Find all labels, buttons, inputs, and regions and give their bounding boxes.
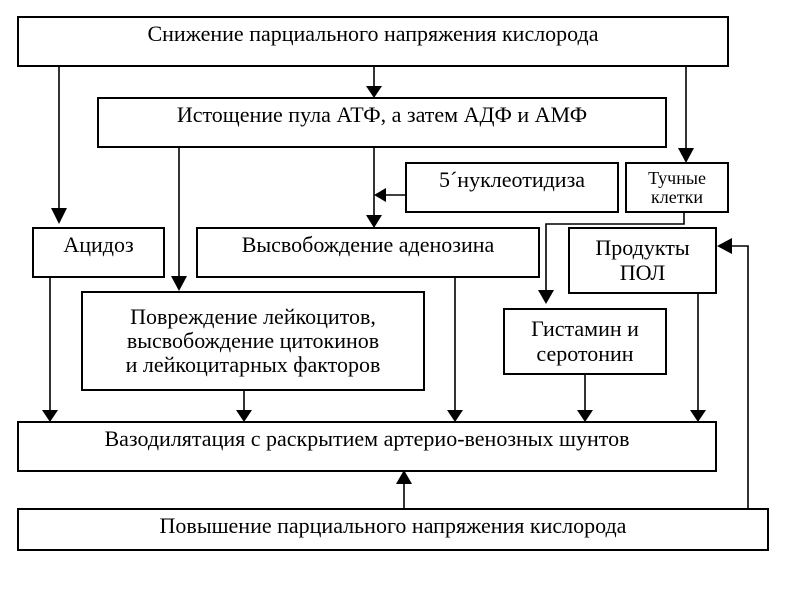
node-atp-depletion: Истощение пула АТФ, а затем АДФ и АМФ: [97, 97, 667, 148]
arrowhead-pol-feedback: [717, 238, 732, 254]
node-leukocyte-damage-label: Повреждение лейкоцитов, высвобождение ци…: [125, 303, 381, 378]
node-pol-products-label: Продукты ПОЛ: [595, 235, 690, 285]
arrow-o2-increase-to-pol: [730, 245, 749, 509]
arrowhead-pol-vaso: [690, 410, 706, 422]
node-acidosis: Ацидоз: [32, 227, 165, 278]
arrowhead-nucleotidase: [374, 188, 386, 202]
arrowhead-acidosis: [51, 208, 67, 224]
arrowhead-histamine: [538, 290, 554, 304]
node-atp-depletion-label: Истощение пула АТФ, а затем АДФ и АМФ: [176, 102, 588, 127]
node-mast-cells: Тучные клетки: [625, 162, 729, 213]
node-o2-decrease: Снижение парциального напряжения кислоро…: [17, 16, 729, 67]
node-o2-decrease-label: Снижение парциального напряжения кислоро…: [147, 21, 599, 46]
node-adenosine-release: Высвобождение аденозина: [196, 227, 540, 278]
node-mast-cells-label: Тучные клетки: [648, 167, 706, 207]
arrowhead-o2-increase-vaso: [396, 470, 412, 484]
arrowhead-histamine-vaso: [577, 410, 593, 422]
node-adenosine-release-label: Высвобождение аденозина: [241, 232, 495, 257]
arrowhead-adenosine: [366, 215, 382, 228]
arrowhead-adenosine-vaso: [447, 410, 463, 422]
arrowhead-acidosis-vaso: [42, 410, 58, 422]
node-acidosis-label: Ацидоз: [63, 232, 134, 257]
node-vasodilation-label: Вазодилятация с раскрытием артерио-веноз…: [104, 426, 630, 451]
arrowhead-mast-cells: [678, 148, 694, 163]
arrowhead-leukocyte: [171, 276, 187, 291]
node-nucleotidase: 5´нуклеотидиза: [405, 162, 619, 213]
node-o2-increase-label: Повышение парциального напряжения кислор…: [159, 513, 627, 538]
node-o2-increase: Повышение парциального напряжения кислор…: [17, 508, 769, 551]
node-histamine-serotonin-label: Гистамин и серотонин: [531, 316, 639, 366]
node-histamine-serotonin: Гистамин и серотонин: [503, 308, 667, 375]
node-vasodilation: Вазодилятация с раскрытием артерио-веноз…: [17, 421, 717, 472]
node-pol-products: Продукты ПОЛ: [568, 227, 717, 294]
node-nucleotidase-label: 5´нуклеотидиза: [438, 167, 586, 192]
arrow-mast-to-histamine: [545, 211, 685, 293]
node-leukocyte-damage: Повреждение лейкоцитов, высвобождение ци…: [81, 291, 425, 391]
arrowhead-atp: [366, 86, 382, 98]
arrowhead-leukocyte-vaso: [236, 410, 252, 422]
